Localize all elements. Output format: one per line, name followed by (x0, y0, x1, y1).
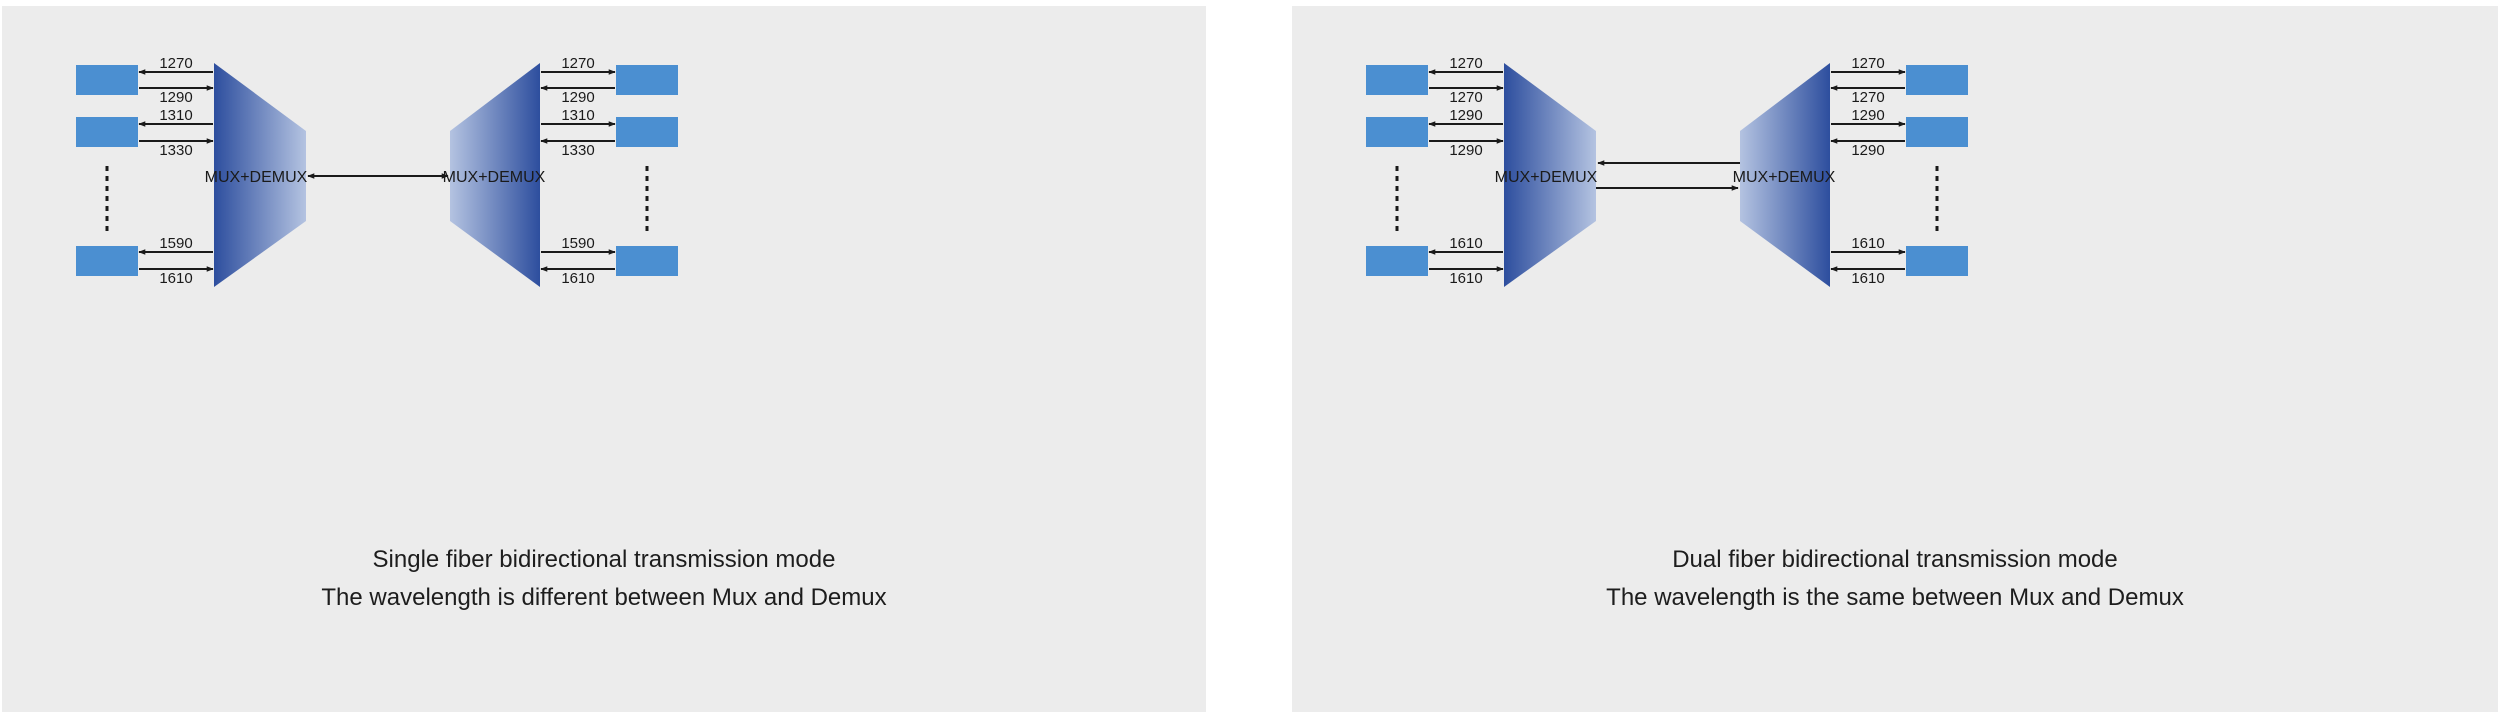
wavelength-label-left-3-top: 1590 (159, 235, 192, 252)
caption-subtitle: The wavelength is different between Mux … (321, 584, 887, 611)
transceiver-box-left-3 (76, 246, 138, 276)
caption-title: Single fiber bidirectional transmission … (372, 546, 836, 573)
wavelength-label-left-3-bottom: 1610 (1449, 270, 1482, 287)
wavelength-label-right-1-top: 1270 (561, 55, 594, 72)
mux-label-left: MUX+DEMUX (1495, 169, 1598, 186)
transceiver-box-right-3 (1906, 246, 1968, 276)
wavelength-label-right-1-bottom: 1290 (561, 89, 594, 106)
wavelength-label-left-2-bottom: 1290 (1449, 142, 1482, 159)
wavelength-label-left-3-top: 1610 (1449, 235, 1482, 252)
transceiver-box-right-1 (616, 65, 678, 95)
transceiver-box-left-1 (76, 65, 138, 95)
caption-title: Dual fiber bidirectional transmission mo… (1672, 546, 2118, 573)
wavelength-label-right-3-top: 1590 (561, 235, 594, 252)
wavelength-label-left-3-bottom: 1610 (159, 270, 192, 287)
single-fiber-caption: Single fiber bidirectional transmission … (2, 541, 1206, 617)
wavelength-label-right-1-bottom: 1270 (1851, 89, 1884, 106)
wavelength-label-left-2-top: 1290 (1449, 107, 1482, 124)
ellipsis-dots-left (1395, 166, 1399, 231)
ellipsis-dots-right (1935, 166, 1939, 231)
wavelength-label-right-2-bottom: 1330 (561, 142, 594, 159)
wavelength-label-left-1-bottom: 1270 (1449, 89, 1482, 106)
wavelength-label-right-3-bottom: 1610 (561, 270, 594, 287)
ellipsis-dots-right (645, 166, 649, 231)
caption-subtitle: The wavelength is the same between Mux a… (1606, 584, 2184, 611)
wavelength-label-right-2-top: 1310 (561, 107, 594, 124)
wavelength-label-left-2-bottom: 1330 (159, 142, 192, 159)
dual-fiber-caption: Dual fiber bidirectional transmission mo… (1292, 541, 2498, 617)
transceiver-box-right-3 (616, 246, 678, 276)
wavelength-label-left-1-top: 1270 (1449, 55, 1482, 72)
wavelength-label-left-1-top: 1270 (159, 55, 192, 72)
ellipsis-dots-left (105, 166, 109, 231)
mux-label-right: MUX+DEMUX (1733, 169, 1836, 186)
mux-label-left: MUX+DEMUX (205, 169, 308, 186)
wavelength-label-left-2-top: 1310 (159, 107, 192, 124)
wavelength-label-right-2-bottom: 1290 (1851, 142, 1884, 159)
mux-demux-left (1504, 63, 1596, 287)
transceiver-box-left-1 (1366, 65, 1428, 95)
transceiver-box-right-2 (1906, 117, 1968, 147)
transceiver-box-left-2 (76, 117, 138, 147)
mux-demux-right (1740, 63, 1830, 287)
wavelength-label-left-1-bottom: 1290 (159, 89, 192, 106)
mux-demux-left (214, 63, 306, 287)
transceiver-box-left-3 (1366, 246, 1428, 276)
wavelength-label-right-3-top: 1610 (1851, 235, 1884, 252)
wavelength-label-right-3-bottom: 1610 (1851, 270, 1884, 287)
wavelength-label-right-2-top: 1290 (1851, 107, 1884, 124)
transceiver-box-left-2 (1366, 117, 1428, 147)
wavelength-label-right-1-top: 1270 (1851, 55, 1884, 72)
transceiver-box-right-2 (616, 117, 678, 147)
mux-label-right: MUX+DEMUX (443, 169, 546, 186)
transceiver-box-right-1 (1906, 65, 1968, 95)
mux-demux-right (450, 63, 540, 287)
